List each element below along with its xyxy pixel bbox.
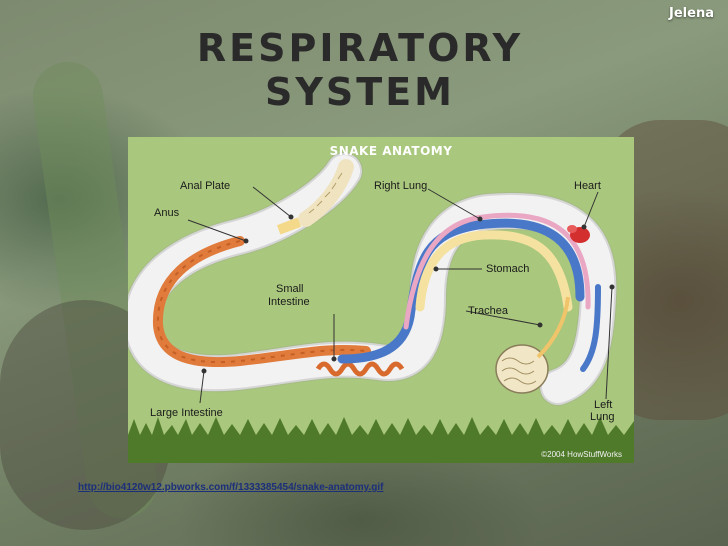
label-right-lung: Right Lung: [374, 180, 428, 192]
title-line-1: RESPIRATORY: [196, 26, 524, 70]
slide-title: RESPIRATORY SYSTEM: [170, 26, 550, 114]
label-small-intestine-line2: Intestine: [268, 296, 310, 308]
snake-anatomy-figure: SNAKE ANATOMY Anal Plate Anus Small Inte…: [128, 137, 634, 463]
label-anus: Anus: [154, 207, 180, 219]
label-stomach: Stomach: [486, 263, 530, 275]
label-leaders: [187, 186, 615, 404]
figure-title: SNAKE ANATOMY: [329, 144, 453, 158]
title-line-2: SYSTEM: [265, 70, 455, 114]
snake-tail: [298, 159, 354, 227]
label-heart: Heart: [574, 180, 601, 192]
trachea: [536, 296, 570, 359]
small-intestine: [315, 361, 405, 377]
grass: [128, 417, 634, 463]
anal-plate-marker: [276, 217, 302, 235]
stomach: [415, 230, 573, 312]
label-trachea: Trachea: [468, 305, 508, 317]
snake-head: [495, 344, 549, 394]
label-anal-plate: Anal Plate: [180, 180, 231, 192]
label-left-lung-line1: Left: [594, 399, 613, 411]
left-lung: [580, 284, 601, 372]
figure-copyright: ©2004 HowStuffWorks: [541, 450, 622, 459]
author-name: Jelena: [669, 6, 714, 21]
source-link[interactable]: http://bio4120w12.pbworks.com/f/13333854…: [78, 482, 384, 493]
liver-band: [403, 212, 591, 330]
snake-anatomy-illustration: [128, 152, 634, 463]
label-left-lung-line2: Lung: [590, 411, 615, 423]
label-large-intestine: Large Intestine: [150, 407, 223, 419]
label-small-intestine-line1: Small: [276, 283, 304, 295]
